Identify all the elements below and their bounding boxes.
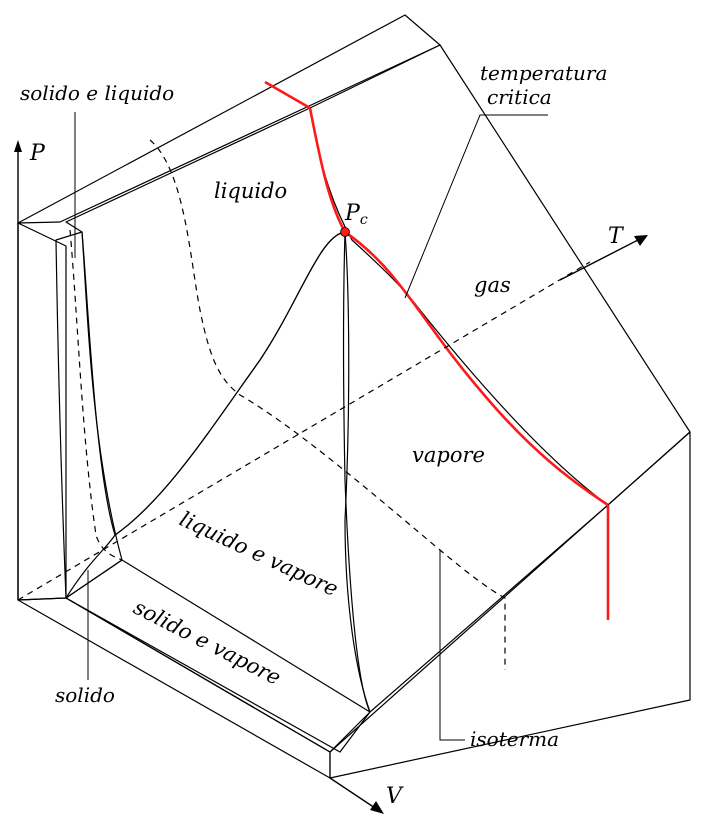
critical-point-dot — [340, 227, 350, 237]
p-axis-arrow — [14, 140, 22, 152]
label-v-axis: V — [386, 784, 404, 809]
t-axis-arrow — [634, 235, 648, 246]
label-pc-main: P — [344, 201, 361, 226]
region-liquido-e-vapore — [65, 231, 371, 753]
critical-line-top — [264, 80, 311, 110]
critical-isotherm-upper — [308, 107, 347, 233]
critical-isotherm-lower — [344, 230, 609, 507]
label-isoterma: isoterma — [470, 727, 559, 751]
block-left-face — [17, 222, 67, 601]
dashed-t-axis — [17, 261, 591, 601]
label-liquido-e-vapore: liquido e vapore — [176, 507, 342, 601]
v-axis-arrow — [370, 801, 384, 814]
label-solido-e-liquido: solido e liquido — [20, 81, 174, 105]
label-temperatura: temperatura — [480, 61, 607, 85]
dashed-isotherm — [149, 139, 506, 670]
label-solido: solido — [55, 683, 115, 707]
label-t-axis: T — [608, 224, 625, 249]
leader-isoterma — [439, 550, 465, 741]
label-solido-e-vapore: solido e vapore — [130, 595, 285, 690]
region-liquido — [65, 107, 346, 536]
label-p-axis: P — [29, 141, 46, 166]
leader-temperatura-critica — [404, 114, 548, 299]
label-gas: gas — [474, 273, 511, 297]
dashed-solid-boundary — [69, 229, 123, 561]
label-vapore: vapore — [412, 443, 485, 467]
label-liquido: liquido — [214, 179, 287, 203]
label-critica: critica — [487, 85, 552, 109]
t-axis — [559, 239, 639, 281]
v-axis — [329, 777, 376, 809]
label-pc: Pc — [344, 201, 368, 228]
label-pc-sub: c — [360, 212, 368, 228]
